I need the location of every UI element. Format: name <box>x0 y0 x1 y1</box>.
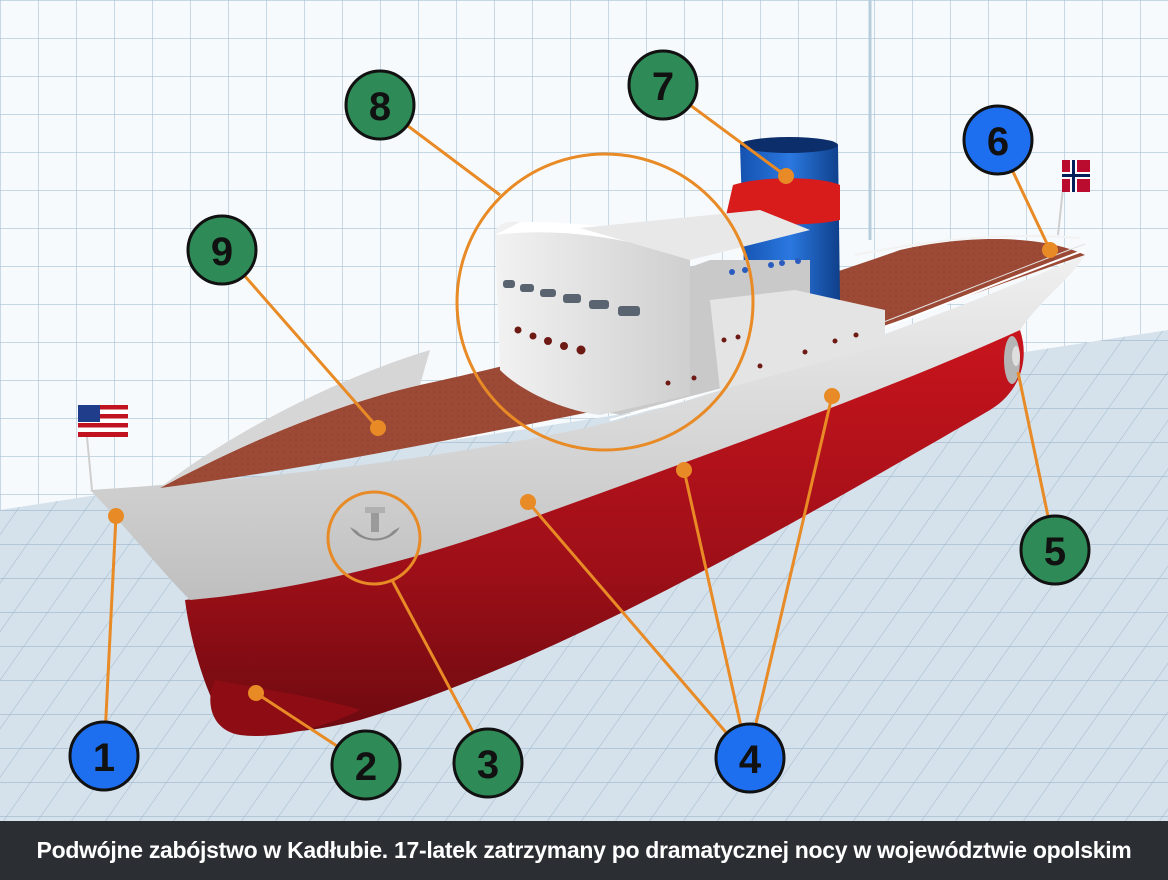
svg-text:6: 6 <box>987 120 1009 164</box>
callout-3: 3 <box>452 727 524 799</box>
callout-9: 9 <box>186 214 258 286</box>
callout-5: 5 <box>1019 514 1091 586</box>
leader-dots <box>108 168 1058 701</box>
hull-red-section <box>185 330 1024 733</box>
caption-text: Podwójne zabójstwo w Kadłubie. 17-latek … <box>36 837 1132 863</box>
usa-flag-icon <box>78 404 128 491</box>
svg-text:5: 5 <box>1044 530 1066 574</box>
callout-badges: 1 2 3 4 5 6 7 8 <box>68 49 1091 801</box>
svg-text:1: 1 <box>93 736 115 780</box>
callout-1: 1 <box>68 720 140 792</box>
callout-8: 8 <box>344 69 416 141</box>
highlight-anchor <box>326 490 422 586</box>
svg-text:3: 3 <box>477 743 499 787</box>
caption-bar: Podwójne zabójstwo w Kadłubie. 17-latek … <box>0 821 1168 880</box>
svg-text:4: 4 <box>739 738 762 782</box>
ship <box>78 137 1090 736</box>
svg-text:8: 8 <box>369 85 391 129</box>
svg-text:2: 2 <box>355 745 377 789</box>
bulbous-bow <box>210 680 360 736</box>
hull-white-section <box>90 255 1085 600</box>
highlight-superstructure <box>455 152 755 452</box>
callout-6: 6 <box>962 104 1034 176</box>
svg-text:9: 9 <box>211 230 233 274</box>
superstructure <box>495 210 885 415</box>
svg-text:7: 7 <box>652 65 674 109</box>
propeller-icon <box>1004 336 1020 384</box>
callout-2: 2 <box>330 729 402 801</box>
callout-4: 4 <box>714 722 786 794</box>
norway-flag-icon <box>1057 159 1090 236</box>
anchor-icon <box>350 507 400 541</box>
callout-7: 7 <box>627 49 699 121</box>
